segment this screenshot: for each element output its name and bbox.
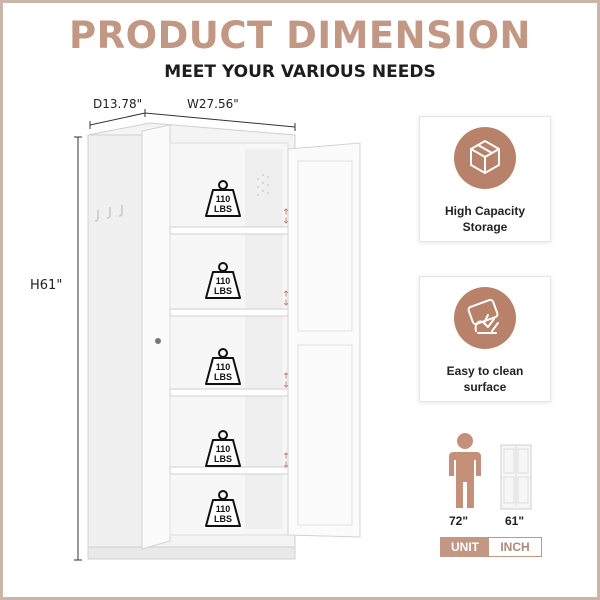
depth-label: D13.78" [93,97,143,111]
unit-option-selected[interactable]: UNIT [441,538,489,556]
height-label: H61" [30,278,63,293]
person-height-label: 72" [449,514,469,528]
unit-option-inch[interactable]: INCH [500,540,530,554]
adjust-arrow-icon [283,452,289,468]
cube-icon [454,127,516,189]
width-label: W27.56" [187,97,239,111]
feature-label: Easy to clean [446,364,524,378]
page-title: PRODUCT DIMENSION [69,14,531,57]
unit-toggle[interactable]: UNIT INCH [440,537,542,557]
adjust-arrow-icon [283,208,289,224]
adjust-arrow-icon [283,372,289,388]
page-subtitle: MEET YOUR VARIOUS NEEDS [164,62,436,82]
feature-label: Storage [462,220,508,234]
adjust-arrow-icon [283,290,289,306]
feature-label: surface [463,380,507,394]
feature-card-clean: Easy to clean surface [419,276,551,402]
cabinet-height-label: 61" [505,514,525,528]
feature-label: High Capacity [444,204,525,218]
cabinet-illustration [74,109,361,561]
hand-wipe-icon [454,287,516,349]
person-icon [449,433,481,508]
cabinet-thumbnail [500,444,532,510]
